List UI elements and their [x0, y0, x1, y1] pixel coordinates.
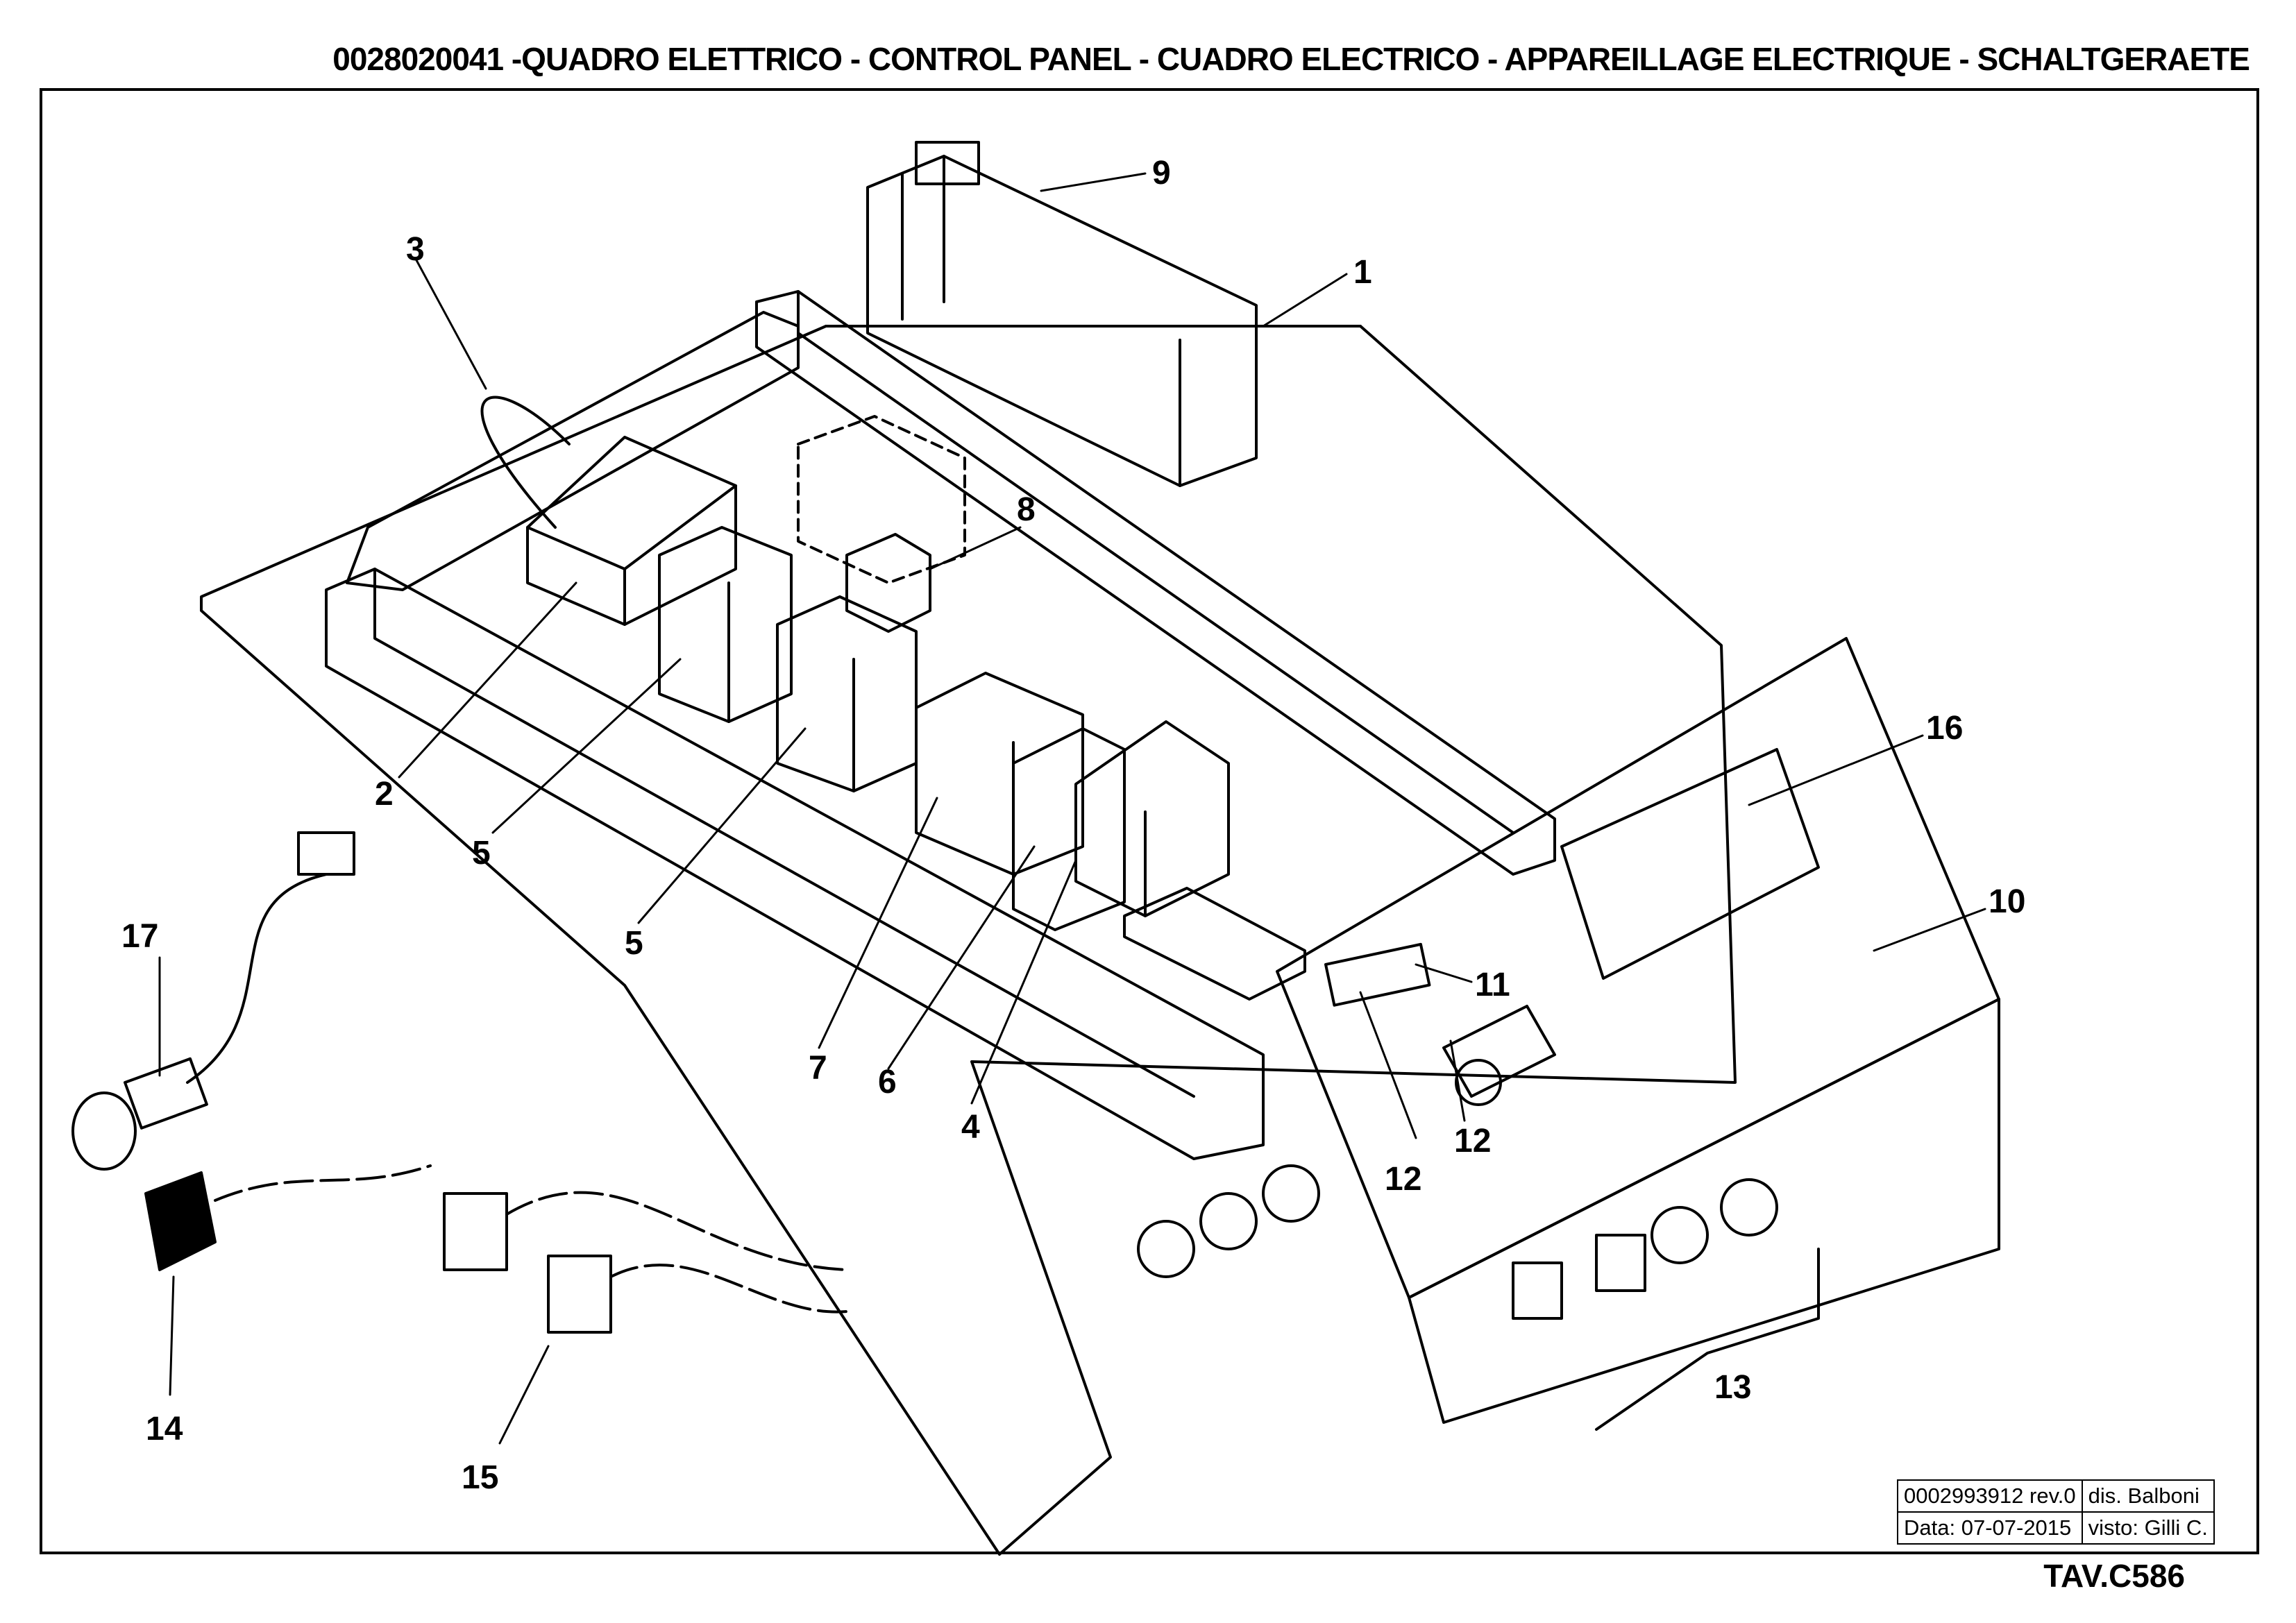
base-plate [200, 325, 1737, 1556]
relay-socket [797, 415, 966, 633]
contactor-2 [776, 595, 918, 792]
drawn-by: dis. Balboni [2081, 1479, 2215, 1513]
callout-16: 16 [1926, 710, 1963, 747]
callout-1: 1 [1353, 254, 1372, 291]
transformer [526, 436, 737, 626]
checked-by: visto: Gilli C. [2081, 1511, 2215, 1545]
cable-duct-back [755, 290, 1556, 876]
callout-5b: 5 [625, 925, 643, 962]
sheet-number: TAV.C586 [2043, 1558, 2185, 1594]
title-block: 0002993912 rev.0 dis. Balboni Data: 07-0… [1897, 1479, 2215, 1545]
callout-13: 13 [1714, 1369, 1751, 1406]
cable-connector [71, 831, 355, 1171]
callout-10: 10 [1989, 883, 2025, 920]
drawing-number: 0002993912 rev.0 [1897, 1479, 2083, 1513]
callout-2: 2 [375, 776, 394, 813]
callout-9: 9 [1152, 155, 1171, 192]
leader-lines [158, 172, 1986, 1445]
contactor-4 [1012, 727, 1126, 931]
callout-8: 8 [1017, 491, 1036, 528]
cable-duct-front [325, 568, 1265, 1160]
front-panel [1276, 637, 2000, 1424]
callout-14: 14 [146, 1411, 183, 1447]
callout-17: 17 [121, 918, 158, 955]
callout-15: 15 [462, 1459, 498, 1496]
callout-4: 4 [961, 1109, 980, 1146]
cable-loop [480, 396, 571, 529]
callout-5a: 5 [472, 835, 491, 872]
callout-11: 11 [1475, 967, 1510, 1003]
callout-12b: 12 [1385, 1161, 1421, 1198]
callout-12a: 12 [1454, 1123, 1491, 1159]
callout-3: 3 [406, 231, 425, 268]
selector-switches [1512, 1178, 1778, 1320]
terminal-block [866, 141, 1258, 487]
callout-7: 7 [809, 1050, 827, 1087]
cable-duct-left [346, 311, 800, 591]
drawing-title: 0028020041 -QUADRO ELETTRICO - CONTROL P… [332, 41, 2250, 77]
drawing-date: Data: 07-07-2015 [1897, 1511, 2083, 1545]
contactor-5 [1074, 720, 1230, 917]
contactor-3 [915, 672, 1084, 876]
solenoid-connector-black [144, 1164, 432, 1271]
solenoid-connectors [443, 1191, 848, 1334]
din-rail [1123, 887, 1306, 1001]
bracket-13 [1595, 1248, 1820, 1431]
callout-6: 6 [878, 1064, 897, 1101]
drawing-frame [40, 88, 2259, 1554]
contactor-1 [658, 526, 793, 723]
cable-glands [1137, 1164, 1320, 1278]
